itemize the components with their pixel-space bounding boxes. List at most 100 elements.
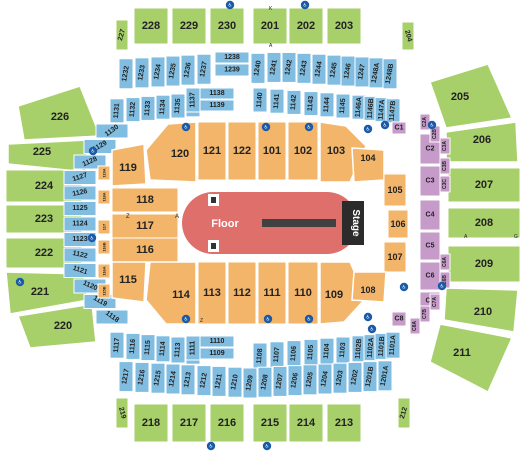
section-119a[interactable]: 119A bbox=[97, 165, 111, 181]
section-108[interactable]: 108 bbox=[351, 271, 387, 303]
section-1122[interactable]: 1122 bbox=[63, 247, 97, 263]
section-1110[interactable]: 1110 bbox=[199, 335, 235, 348]
section-1248b[interactable]: 1248B bbox=[382, 58, 398, 90]
section-c5[interactable]: C5 bbox=[419, 231, 441, 261]
section-1241[interactable]: 1241 bbox=[266, 51, 282, 83]
section-116a[interactable]: 116A bbox=[97, 263, 111, 279]
section-1233[interactable]: 1233 bbox=[134, 57, 150, 89]
section-1116[interactable]: 1116 bbox=[125, 332, 141, 360]
section-226[interactable]: 226 bbox=[17, 85, 102, 141]
section-c3c[interactable]: C3C bbox=[439, 175, 451, 193]
section-113[interactable]: 113 bbox=[197, 261, 227, 325]
section-1137[interactable]: 1137 bbox=[185, 87, 201, 113]
section-107[interactable]: 107 bbox=[383, 241, 407, 273]
section-1115[interactable]: 1115 bbox=[140, 334, 156, 362]
section-c8[interactable]: C8 bbox=[391, 311, 407, 327]
section-1245[interactable]: 1245 bbox=[326, 54, 342, 86]
section-1217[interactable]: 1217 bbox=[118, 361, 134, 393]
section-1243[interactable]: 1243 bbox=[296, 52, 312, 84]
section-1206[interactable]: 1206 bbox=[287, 365, 303, 397]
section-1234[interactable]: 1234 bbox=[150, 56, 166, 88]
section-217[interactable]: 217 bbox=[171, 403, 207, 443]
section-c8a[interactable]: C8A bbox=[409, 317, 421, 335]
section-117[interactable]: 117 bbox=[97, 219, 111, 235]
section-114[interactable]: 114 bbox=[145, 261, 197, 325]
section-1142[interactable]: 1142 bbox=[286, 89, 302, 115]
section-227[interactable]: 227 bbox=[115, 19, 129, 51]
section-229[interactable]: 229 bbox=[171, 7, 207, 45]
section-1104[interactable]: 1104 bbox=[319, 337, 335, 365]
section-122[interactable]: 122 bbox=[227, 121, 257, 181]
section-105[interactable]: 105 bbox=[383, 173, 407, 207]
section-1203[interactable]: 1203 bbox=[332, 362, 348, 394]
section-110[interactable]: 110 bbox=[287, 261, 319, 325]
section-1237[interactable]: 1237 bbox=[196, 53, 212, 85]
section-101[interactable]: 101 bbox=[257, 121, 287, 181]
section-204[interactable]: 204 bbox=[401, 21, 415, 51]
section-1131[interactable]: 1131 bbox=[109, 98, 125, 124]
section-230[interactable]: 230 bbox=[209, 7, 245, 45]
section-215[interactable]: 215 bbox=[252, 403, 288, 443]
section-1205[interactable]: 1205 bbox=[302, 364, 318, 396]
section-1132[interactable]: 1132 bbox=[125, 97, 141, 123]
section-1208[interactable]: 1208 bbox=[257, 366, 273, 398]
section-1126[interactable]: 1126 bbox=[63, 185, 97, 201]
section-1108[interactable]: 1108 bbox=[252, 342, 268, 370]
section-1117[interactable]: 1117 bbox=[109, 331, 125, 359]
section-c4[interactable]: C4 bbox=[419, 199, 441, 231]
section-111[interactable]: 111 bbox=[257, 261, 287, 325]
section-201[interactable]: 201 bbox=[252, 7, 288, 45]
section-c6[interactable]: C6 bbox=[419, 261, 441, 291]
section-1138[interactable]: 1138 bbox=[199, 87, 235, 100]
section-120[interactable]: 120 bbox=[145, 121, 197, 183]
section-1143[interactable]: 1143 bbox=[303, 91, 319, 117]
section-210[interactable]: 210 bbox=[443, 287, 519, 333]
section-1127[interactable]: 1127 bbox=[63, 170, 97, 185]
section-221[interactable]: 221 bbox=[5, 271, 89, 315]
section-1201b[interactable]: 1201B bbox=[362, 361, 378, 393]
section-220[interactable]: 220 bbox=[16, 303, 97, 349]
section-214[interactable]: 214 bbox=[288, 403, 324, 443]
section-1210[interactable]: 1210 bbox=[227, 366, 243, 398]
section-1113[interactable]: 1113 bbox=[170, 336, 186, 364]
section-1123[interactable]: 1123 bbox=[63, 232, 97, 247]
section-1207[interactable]: 1207 bbox=[272, 365, 288, 397]
section-202[interactable]: 202 bbox=[288, 7, 324, 45]
section-c7a[interactable]: C7A bbox=[429, 293, 441, 311]
section-c7b[interactable]: C7B bbox=[419, 305, 431, 323]
section-1202[interactable]: 1202 bbox=[347, 361, 363, 393]
section-106[interactable]: 106 bbox=[387, 209, 409, 239]
section-1235[interactable]: 1235 bbox=[165, 55, 181, 87]
section-205[interactable]: 205 bbox=[429, 63, 514, 129]
section-1242[interactable]: 1242 bbox=[281, 51, 297, 83]
section-1129[interactable]: 1129 bbox=[83, 139, 117, 154]
section-1211[interactable]: 1211 bbox=[211, 365, 227, 397]
section-121[interactable]: 121 bbox=[197, 121, 227, 181]
section-118[interactable]: 118 bbox=[111, 187, 179, 213]
section-119[interactable]: 119 bbox=[111, 143, 147, 187]
section-207[interactable]: 207 bbox=[447, 167, 521, 203]
section-1101a[interactable]: 1101A bbox=[385, 331, 401, 359]
section-211[interactable]: 211 bbox=[429, 323, 514, 394]
section-1109[interactable]: 1109 bbox=[199, 347, 235, 360]
section-228[interactable]: 228 bbox=[133, 7, 169, 45]
section-116[interactable]: 116 bbox=[111, 237, 179, 263]
section-115[interactable]: 115 bbox=[111, 261, 147, 303]
section-1247[interactable]: 1247 bbox=[354, 56, 370, 88]
section-1209[interactable]: 1209 bbox=[242, 367, 258, 399]
section-1204[interactable]: 1204 bbox=[317, 363, 333, 395]
section-104[interactable]: 104 bbox=[351, 147, 385, 183]
section-1121[interactable]: 1121 bbox=[63, 263, 97, 278]
section-1240[interactable]: 1240 bbox=[250, 52, 266, 84]
section-117[interactable]: 117 bbox=[111, 213, 179, 239]
section-1107[interactable]: 1107 bbox=[269, 341, 285, 369]
section-1118[interactable]: 1118 bbox=[95, 309, 129, 325]
section-1213[interactable]: 1213 bbox=[180, 364, 196, 396]
section-c3a[interactable]: C3A bbox=[439, 137, 451, 155]
section-116b[interactable]: 116B bbox=[97, 239, 111, 255]
section-1141[interactable]: 1141 bbox=[269, 88, 285, 114]
section-c1[interactable]: C1 bbox=[391, 121, 407, 135]
section-1139[interactable]: 1139 bbox=[199, 99, 235, 112]
section-1212[interactable]: 1212 bbox=[196, 365, 212, 397]
section-1201a[interactable]: 1201A bbox=[377, 360, 393, 392]
